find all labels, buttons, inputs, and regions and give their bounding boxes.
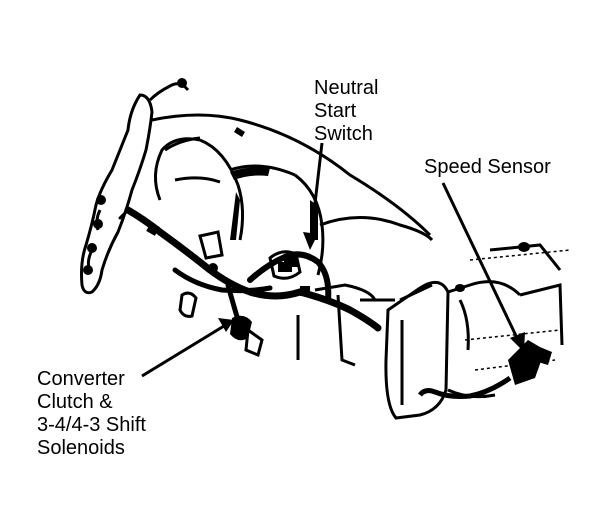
extension-housing <box>384 243 564 420</box>
neutral-start-switch-label: Neutral Start Switch <box>314 77 378 146</box>
speed-sensor <box>508 340 552 385</box>
converter-clutch-solenoids-label: Converter Clutch & 3-4/4-3 Shift Solenoi… <box>37 368 146 460</box>
label-line: Switch <box>314 123 373 145</box>
neutral-start-switch <box>268 250 302 280</box>
housing-flange <box>80 82 190 295</box>
label-line: Start <box>314 100 357 122</box>
converter-arrow-line <box>141 324 225 378</box>
label-line: Solenoids <box>37 437 125 459</box>
label-line: Speed Sensor <box>424 156 551 178</box>
converter-arrowhead <box>218 318 234 332</box>
leader-arrows <box>141 142 520 378</box>
output-fitting <box>455 242 530 292</box>
neutral-switch-arrow-line <box>309 142 324 239</box>
flange-bolt-holes <box>83 78 187 275</box>
arrow-heads <box>218 232 525 352</box>
transmission-case <box>151 113 434 367</box>
shift-solenoids <box>178 230 264 358</box>
label-line: Neutral <box>314 77 379 99</box>
harness-clips <box>146 222 310 296</box>
speed-sensor-arrowhead <box>510 332 525 352</box>
label-line: Clutch & <box>37 391 113 413</box>
label-line: 3-4/4-3 Shift <box>37 414 146 436</box>
speed-sensor-label: Speed Sensor <box>424 156 551 179</box>
label-line: Converter <box>37 368 125 390</box>
speed-sensor-arrow-line <box>441 182 520 341</box>
neutral-switch-arrowhead <box>303 232 318 250</box>
speed-sensor-wire <box>417 375 512 399</box>
